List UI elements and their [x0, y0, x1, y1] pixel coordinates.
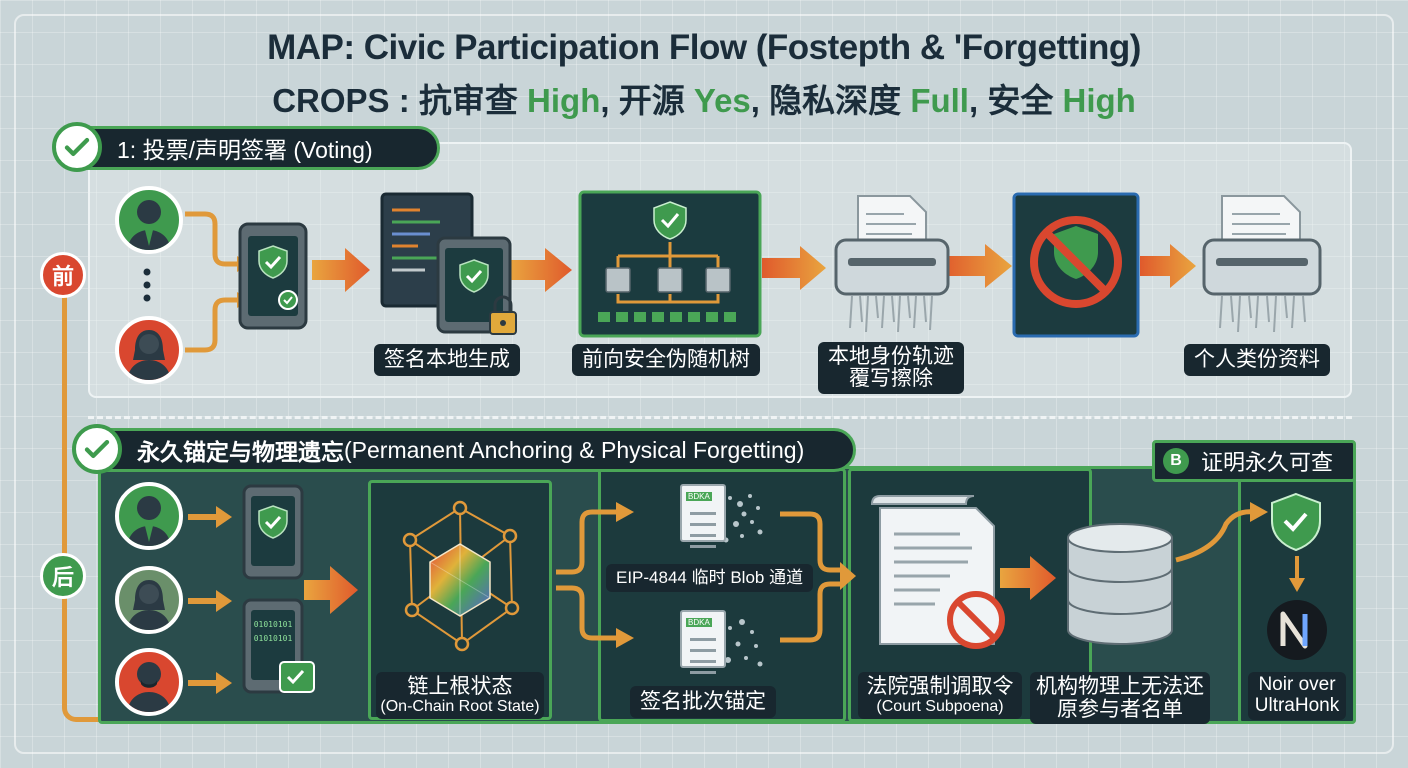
crops-key-security: 安全 [987, 82, 1063, 119]
badge-text: 证明永久可查 [1201, 450, 1334, 475]
anchoring-header-text: 永久锚定与物理遗忘 [137, 439, 344, 465]
page-title: MAP: Civic Participation Flow (Fostepth … [267, 28, 1141, 67]
after-label: 后 [51, 565, 74, 590]
crops-key-open-source: 开源 [618, 82, 694, 119]
crops-value-open-source: Yes [693, 82, 751, 119]
institution-label: 机构物理上无法还 原参与者名单 [1030, 672, 1210, 725]
batch-anchor-label: 签名批次锚定 [630, 686, 776, 719]
check-icon [72, 424, 122, 474]
voter-avatar-female [115, 316, 183, 384]
voter-avatar-male [115, 186, 183, 254]
outer-frame [14, 14, 1394, 754]
voting-header: 1: 投票/声明签署 (Voting) [56, 126, 440, 170]
voting-header-text: 1: 投票/声明签署 (Voting) [117, 137, 373, 163]
subpoena-label-en: (Court Subpoena) [876, 698, 1004, 716]
batch-document-icon: BDKA [680, 610, 726, 674]
fs-tree-label: 前向安全伪随机树 [572, 344, 760, 377]
crops-prefix: CROPS : [272, 82, 419, 119]
phone-code-line: 01010101 [253, 634, 293, 643]
erase-label-line1: 本地身份轨迹 [828, 345, 954, 368]
ellipsis-icon [142, 268, 152, 302]
crops-value-privacy: Full [910, 82, 969, 119]
blob-channel-label: EIP-4844 临时 Blob 通道 [606, 564, 814, 592]
phone-code-line: 01010101 [253, 620, 293, 629]
before-marker: 前 [40, 252, 86, 298]
subpoena-label: 法院强制调取令 (Court Subpoena) [858, 672, 1022, 719]
crops-key-censorship: 抗审查 [418, 82, 528, 119]
before-label: 前 [51, 264, 74, 289]
section-divider [88, 416, 1352, 419]
noir-label-line2: UltraHonk [1254, 694, 1340, 716]
blob-document-icon: BDKA [680, 484, 726, 548]
crops-sep: , [600, 82, 619, 119]
participant-avatar-female [115, 566, 183, 634]
subpoena-label-cn: 法院强制调取令 [866, 675, 1014, 698]
erase-label: 本地身份轨迹 覆写擦除 [818, 342, 964, 395]
badge-letter: B [1163, 448, 1189, 474]
crops-value-censorship: High [527, 82, 601, 119]
check-icon [52, 122, 102, 172]
erase-label-line2: 覆写擦除 [849, 367, 933, 391]
participant-avatar-bearded [115, 648, 183, 716]
crops-sep: , [968, 82, 988, 119]
sign-local-label: 签名本地生成 [374, 344, 520, 377]
after-marker: 后 [40, 553, 86, 599]
institution-label-line1: 机构物理上无法还 [1036, 675, 1204, 698]
noir-label-line1: Noir over [1258, 674, 1336, 695]
participant-avatar-male [115, 482, 183, 550]
personal-data-label: 个人类份资料 [1184, 344, 1330, 377]
doc-tag: BDKA [686, 618, 712, 627]
provable-badge: B 证明永久可查 [1152, 440, 1356, 482]
root-state-label-cn: 链上根状态 [407, 675, 513, 698]
crops-sep: , [750, 82, 770, 119]
institution-label-line2: 原参与者名单 [1057, 698, 1183, 722]
crops-key-privacy: 隐私深度 [769, 82, 911, 119]
doc-tag: BDKA [686, 492, 712, 501]
anchoring-header-en: (Permanent Anchoring & Physical Forgetti… [344, 436, 805, 463]
crops-subtitle: CROPS : 抗审查 High, 开源 Yes, 隐私深度 Full, 安全 … [0, 74, 1408, 122]
root-state-label: 链上根状态 (On-Chain Root State) [376, 672, 544, 719]
phone-code-display: 01010101 01010101 [253, 618, 293, 646]
timeline-line [62, 276, 102, 722]
noir-label: Noir over UltraHonk [1248, 672, 1346, 720]
crops-value-security: High [1062, 82, 1136, 119]
root-state-label-en: (On-Chain Root State) [380, 698, 540, 716]
anchoring-header: 永久锚定与物理遗忘 (Permanent Anchoring & Physica… [76, 428, 856, 472]
